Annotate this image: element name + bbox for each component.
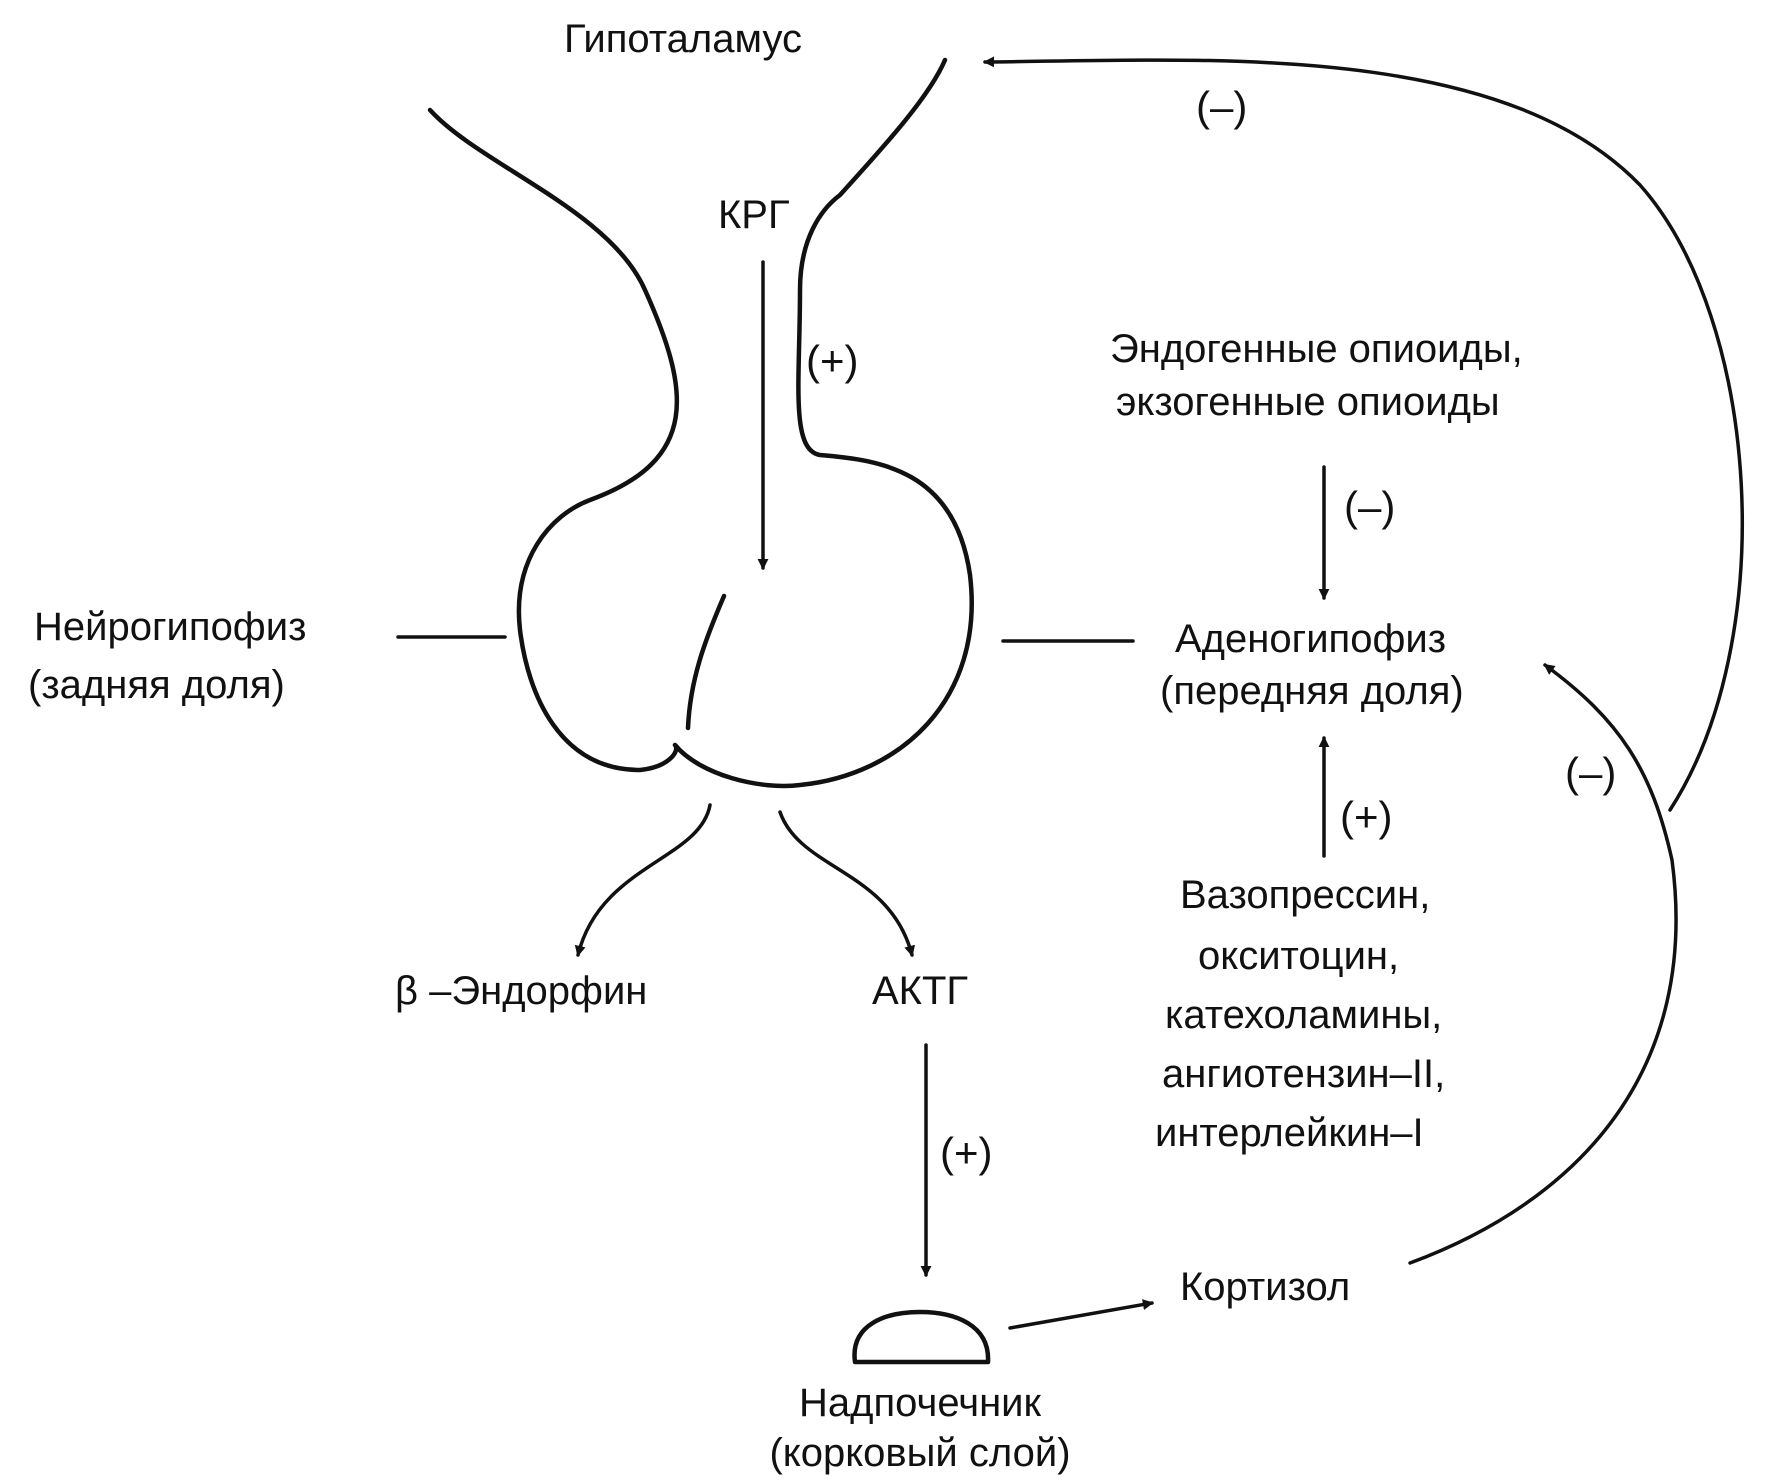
crh-sign: (+): [806, 337, 859, 384]
crh-label: КРГ: [718, 193, 790, 237]
beta-endorphin-arrow: [574, 803, 712, 957]
adenohypophysis-label-line1: Аденогипофиз: [1175, 617, 1447, 661]
acth-sign: (+): [940, 1129, 993, 1176]
stimulator-interleukin: интерлейкин–I: [1155, 1111, 1424, 1155]
stimulator-vasopressin: Вазопрессин,: [1180, 873, 1431, 917]
opioids-sign: (–): [1344, 483, 1396, 530]
stimulators-sign: (+): [1340, 793, 1393, 840]
adrenal-label-line1: Надпочечник: [798, 1381, 1042, 1425]
adrenal-gland-shape: [852, 1309, 991, 1365]
pituitary-outline: [427, 57, 974, 789]
lobe-fissure: [685, 593, 727, 731]
adrenal-to-cortisol-arrow: [1008, 1299, 1154, 1330]
opioids-label-line2: экзогенные опиоиды: [1116, 380, 1500, 424]
opioids-label-line1: Эндогенные опиоиды,: [1110, 327, 1523, 371]
neurohypophysis-label-line1: Нейрогипофиз: [34, 605, 307, 649]
cortisol-to-adeno-sign: (–): [1565, 749, 1617, 796]
feedback-top-sign: (–): [1196, 83, 1248, 130]
cortisol-to-adeno-feedback-arrow: [1408, 663, 1678, 1265]
stimulator-catecholamines: катехоламины,: [1165, 993, 1443, 1037]
hypothalamus-label: Гипоталамус: [564, 17, 802, 61]
acth-output-arrow: [778, 810, 916, 957]
cortisol-label: Кортизол: [1180, 1265, 1351, 1309]
neurohypophysis-label-line2: (задняя доля): [28, 663, 285, 707]
adenohypophysis-label-line2: (передняя доля): [1160, 669, 1464, 713]
cortisol-to-hypothalamus-feedback-arrow: [983, 56, 1745, 812]
acth-label: АКТГ: [872, 969, 969, 1013]
stimulator-oxytocin: окситоцин,: [1198, 934, 1400, 978]
stimulator-angiotensin: ангиотензин–II,: [1162, 1052, 1446, 1096]
adrenal-label-line2: (корковый слой): [769, 1431, 1071, 1475]
beta-endorphin-label: β –Эндорфин: [395, 969, 648, 1013]
